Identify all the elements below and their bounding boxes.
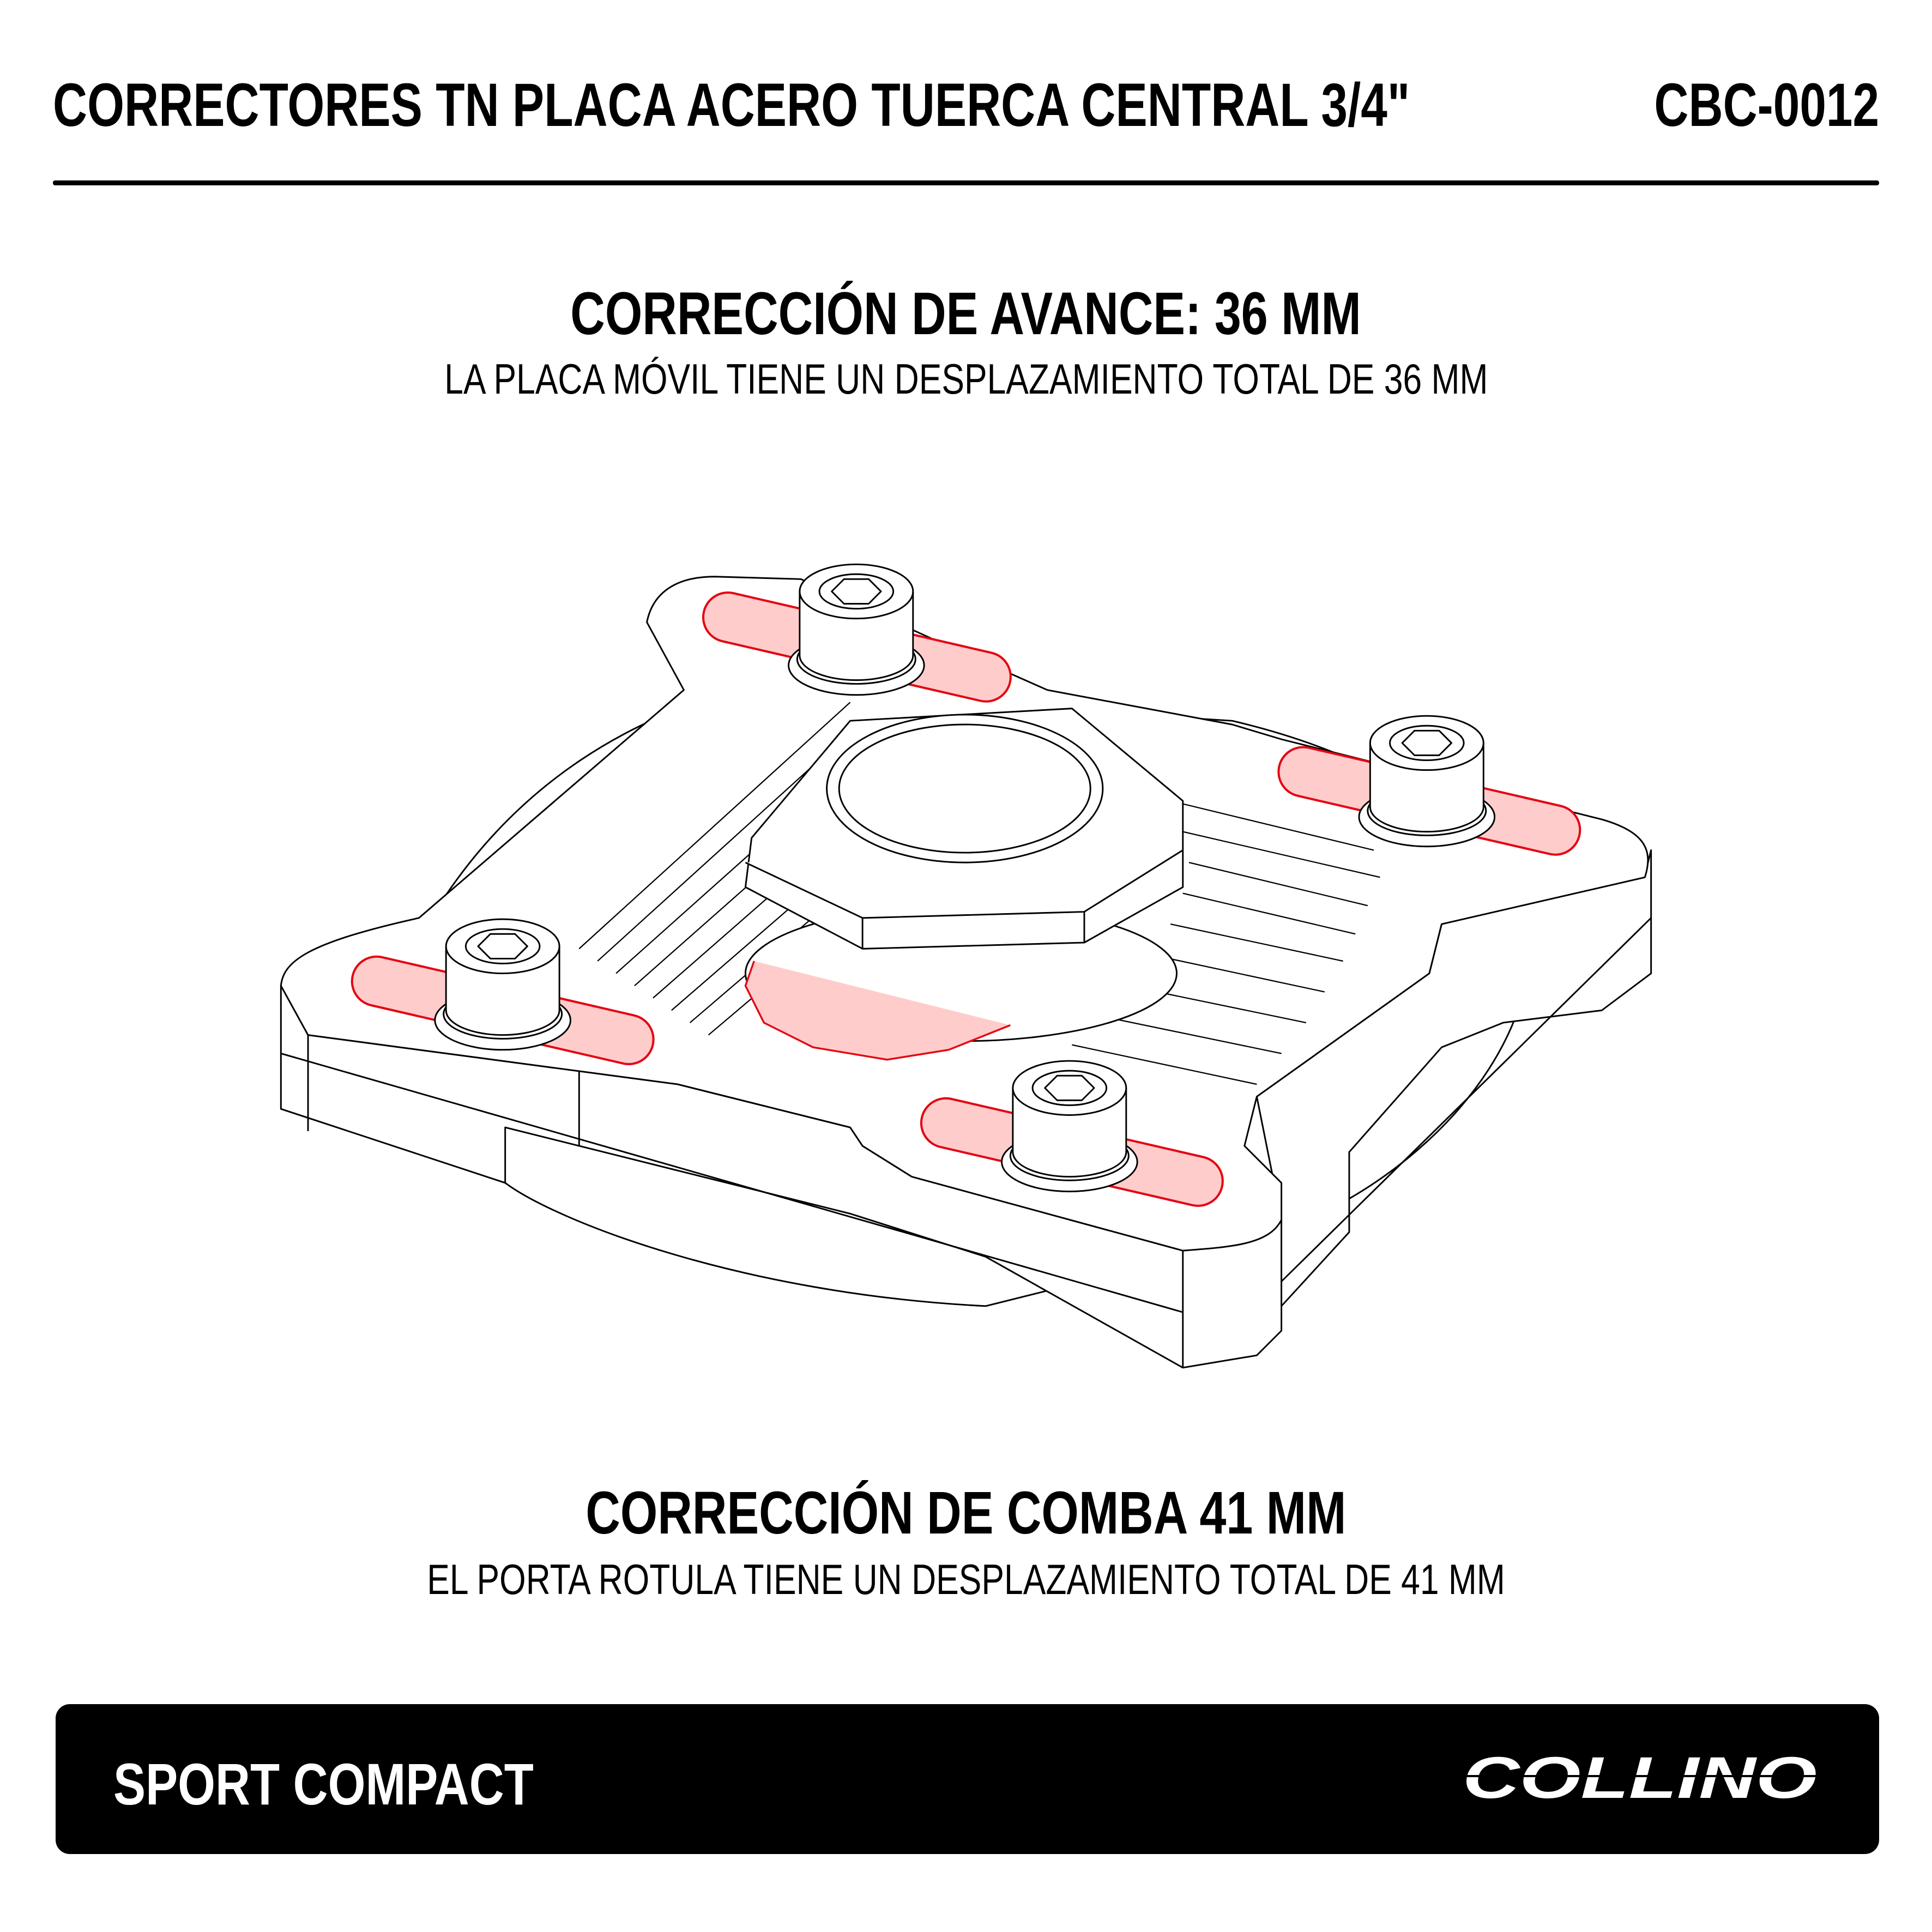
- caster-description-text: LA PLACA MÓVIL TIENE UN DESPLAZAMIENTO T…: [444, 355, 1488, 403]
- bolt-icon: [1358, 715, 1496, 848]
- camber-description-text: EL PORTA ROTULA TIENE UN DESPLAZAMIENTO …: [427, 1555, 1505, 1603]
- footer-bar: SPORT COMPACT COLLINO: [56, 1704, 1879, 1854]
- caster-heading-text: CORRECCIÓN DE AVANCE: 36 MM: [570, 280, 1362, 347]
- svg-text:COLLINO: COLLINO: [1463, 1754, 1817, 1803]
- socket-bolts: [434, 563, 1496, 1193]
- bolt-icon: [434, 918, 571, 1051]
- product-title: CORRECTORES TN PLACA ACERO TUERCA CENTRA…: [53, 71, 1410, 139]
- caster-description: LA PLACA MÓVIL TIENE UN DESPLAZAMIENTO T…: [0, 354, 1932, 404]
- caster-heading: CORRECCIÓN DE AVANCE: 36 MM: [0, 279, 1932, 348]
- product-code: CBC-0012: [1654, 71, 1879, 139]
- header-divider: [53, 180, 1879, 185]
- cutaway-section: [744, 961, 1011, 1061]
- collino-logo: COLLINO: [1460, 1754, 1820, 1803]
- center-nut: [744, 708, 1184, 1042]
- bolt-icon: [788, 563, 925, 696]
- camber-heading-text: CORRECCIÓN DE COMBA 41 MM: [585, 1480, 1347, 1547]
- camber-description: EL PORTA ROTULA TIENE UN DESPLAZAMIENTO …: [0, 1555, 1932, 1604]
- camber-heading: CORRECCIÓN DE COMBA 41 MM: [0, 1478, 1932, 1548]
- footer-category-label: SPORT COMPACT: [113, 1751, 534, 1817]
- bolt-icon: [1001, 1060, 1138, 1193]
